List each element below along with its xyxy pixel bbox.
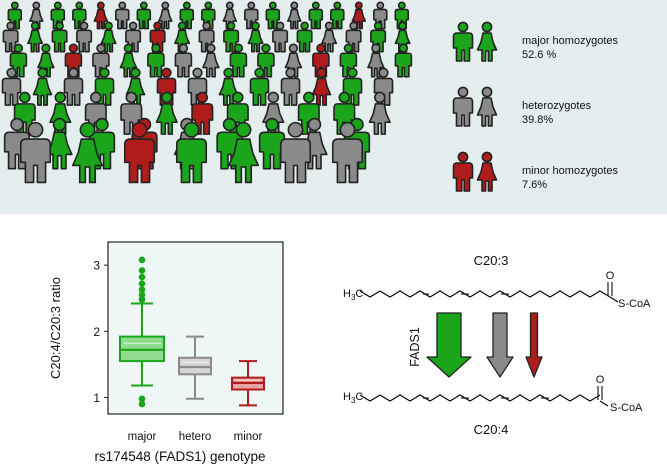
- person-icon: [93, 1, 109, 30]
- box-hetero: [178, 335, 212, 400]
- person-icon: [175, 121, 208, 184]
- person-icon: [155, 91, 178, 135]
- person-icon: [308, 1, 324, 30]
- outlier-point: [138, 296, 146, 303]
- legend-major-icon: [476, 21, 498, 62]
- y-tick-label: 2: [93, 325, 100, 339]
- legend-hetero-percent: 39.8%: [522, 114, 554, 126]
- fads1-arrow-hetero: [486, 312, 514, 378]
- product-label: C20:4: [474, 422, 509, 437]
- person-icon: [296, 21, 313, 53]
- fads1-pathway: C20:3 H3C O S-CoA FADS1 H3C O S-CoA C20:…: [343, 253, 651, 437]
- substrate-thio-bond: [609, 296, 619, 303]
- person-icon: [51, 21, 68, 53]
- legend-minor-percent: 7.6%: [522, 179, 548, 191]
- person-icon: [394, 43, 413, 78]
- legend-minor-icon: [476, 151, 498, 192]
- substrate-methyl: H3C: [343, 288, 363, 302]
- person-icon: [249, 67, 270, 106]
- person-icon: [272, 21, 289, 53]
- y-tick-label: 1: [93, 391, 100, 405]
- population-panel: major homozygotes 52.6 % heterozygotes 3…: [0, 0, 667, 214]
- legend-hetero-icon: [476, 86, 498, 127]
- person-icon: [1, 67, 22, 106]
- legend-hetero-icon: [452, 86, 474, 127]
- legend-minor-icon: [452, 151, 474, 192]
- outlier-point: [138, 395, 146, 403]
- outlier-point: [138, 291, 146, 299]
- product-scoa: S-CoA: [610, 402, 643, 414]
- legend-major-icon: [452, 21, 474, 62]
- legend-icons: [452, 21, 498, 192]
- legend-major: major homozygotes 52.6 %: [522, 34, 618, 62]
- person-icon: [19, 121, 52, 184]
- product-thio-bond: [599, 400, 609, 407]
- legend-minor: minor homozygotes 7.6%: [522, 164, 618, 192]
- person-icon: [258, 117, 286, 170]
- legend-hetero: heterozygotes 39.8%: [522, 99, 591, 127]
- substrate-chain: [359, 290, 611, 298]
- outlier-point: [138, 280, 146, 287]
- person-icon: [330, 1, 345, 30]
- outlier-point: [138, 286, 146, 293]
- population-crowd: [1, 1, 413, 184]
- person-icon: [76, 21, 93, 53]
- x-axis-label: rs174548 (FADS1) genotype: [94, 449, 265, 464]
- substrate-oxygen: O: [606, 270, 615, 282]
- legend-hetero-label: heterozygotes: [522, 100, 592, 112]
- outlier-point: [138, 273, 146, 281]
- person-icon: [331, 121, 364, 184]
- x-tick-label: minor: [234, 431, 263, 443]
- person-icon: [32, 67, 53, 106]
- person-icon: [229, 43, 248, 78]
- person-icon: [280, 67, 301, 106]
- x-tick-label: hetero: [179, 431, 212, 443]
- outlier-point: [138, 267, 146, 274]
- person-icon: [174, 43, 193, 78]
- person-icon: [202, 43, 220, 78]
- person-icon: [71, 121, 104, 184]
- person-icon: [265, 1, 281, 30]
- product-chain: [359, 394, 601, 402]
- enzyme-label: FADS1: [408, 327, 422, 367]
- person-icon: [63, 67, 84, 106]
- fads1-arrow-minor: [525, 312, 543, 378]
- legend-minor-label: minor homozygotes: [522, 165, 618, 177]
- substrate-scoa: S-CoA: [618, 298, 651, 310]
- person-icon: [279, 121, 312, 184]
- person-icon: [227, 121, 260, 184]
- person-icon: [147, 43, 165, 78]
- box-major: [119, 256, 165, 408]
- legend-major-label: major homozygotes: [522, 35, 618, 47]
- person-icon: [50, 1, 66, 30]
- outlier-point: [138, 400, 146, 408]
- person-icon: [247, 21, 264, 53]
- person-icon: [27, 21, 44, 53]
- x-tick-label: major: [128, 431, 157, 443]
- person-icon: [158, 1, 173, 30]
- product-methyl: H3C: [343, 391, 363, 405]
- substrate-label: C20:3: [474, 253, 509, 268]
- fads1-arrow-major: [426, 312, 472, 378]
- person-icon: [368, 91, 391, 135]
- product-oxygen: O: [596, 374, 605, 386]
- person-icon: [321, 21, 338, 53]
- ratio-boxplot: C20:4/C20:3 ratio rs174548 (FADS1) genot…: [48, 241, 284, 464]
- person-icon: [119, 43, 138, 78]
- y-tick-label: 3: [93, 259, 100, 273]
- person-icon: [311, 67, 332, 106]
- legend-major-percent: 52.6 %: [522, 49, 557, 61]
- person-icon: [136, 1, 152, 30]
- person-icon: [287, 1, 302, 30]
- outlier-point: [138, 256, 146, 264]
- y-axis-label: C20:4/C20:3 ratio: [48, 277, 63, 379]
- box-minor: [231, 360, 265, 407]
- person-icon: [123, 121, 156, 184]
- person-icon: [115, 1, 130, 30]
